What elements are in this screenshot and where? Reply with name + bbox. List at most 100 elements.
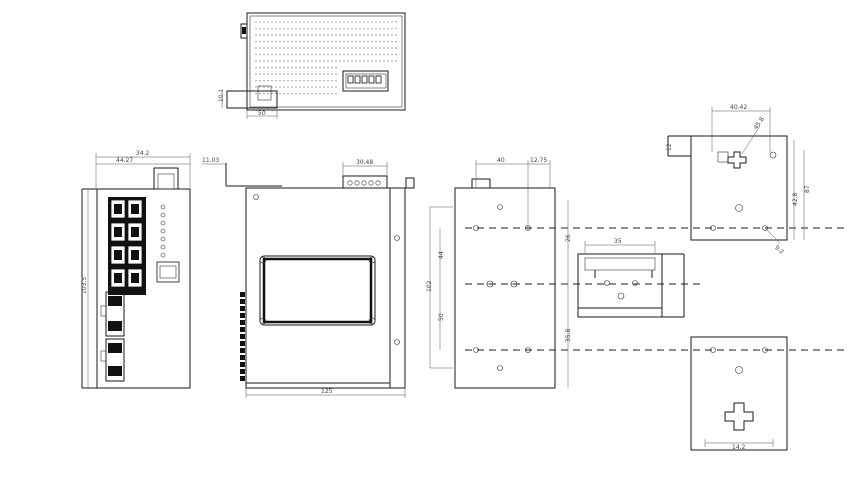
vent-dot (347, 40, 349, 43)
vent-dot (367, 21, 369, 23)
vent-dot (255, 47, 257, 49)
status-led (160, 236, 166, 242)
vent-dot (307, 53, 309, 56)
vent-dot (379, 60, 381, 62)
vent-dot (275, 86, 277, 88)
vent-dot (379, 40, 381, 43)
vent-dot (331, 40, 333, 43)
vent-dot (323, 86, 325, 88)
status-led (160, 220, 166, 226)
mounting-back-view: 40 12.75 102 44 50 26 35.8 (426, 157, 844, 389)
vent-dot (311, 86, 313, 88)
vent-dot (363, 27, 365, 30)
vent-dot (331, 92, 333, 95)
vent-dot (391, 21, 393, 23)
vent-dot (379, 21, 381, 23)
vent-dot (371, 27, 373, 30)
vent-dot (343, 21, 345, 23)
vent-dot (327, 86, 329, 88)
vent-dot (395, 27, 397, 30)
vent-dot (311, 53, 313, 56)
dim-plate-diag: 9.2 (773, 244, 785, 256)
vent-dot-grid (255, 21, 397, 95)
mounting-plate-bottom: 14.2 (690, 336, 788, 451)
vent-dot (263, 53, 265, 56)
vent-dot (335, 53, 337, 56)
vent-dot (335, 47, 337, 49)
vent-dot (307, 92, 309, 95)
vent-dot (391, 40, 393, 43)
vent-dot (299, 53, 301, 56)
vent-dot (263, 73, 265, 75)
vent-dot (315, 40, 317, 43)
vent-dot (287, 92, 289, 95)
vent-dot (287, 53, 289, 56)
vent-dot (315, 66, 317, 69)
vent-dot (311, 27, 313, 30)
vent-dot (259, 47, 261, 49)
vent-dot (303, 40, 305, 43)
vent-dot (323, 53, 325, 56)
vent-dot (379, 53, 381, 56)
vent-dot (299, 40, 301, 43)
vent-dot (335, 73, 337, 75)
vent-dot (375, 27, 377, 30)
vent-dot (303, 86, 305, 88)
vent-dot (283, 27, 285, 30)
vent-dot (283, 79, 285, 82)
vent-dot (331, 47, 333, 49)
vent-dot (271, 21, 273, 23)
vent-dot (279, 66, 281, 69)
vent-dot (275, 66, 277, 69)
vent-dot (311, 60, 313, 62)
vent-dot (343, 53, 345, 56)
vent-dot (347, 47, 349, 49)
dim-front-height: 103.5 (81, 277, 88, 294)
vent-dot (295, 92, 297, 95)
vent-dot (331, 27, 333, 30)
vent-dot (375, 53, 377, 56)
vent-dot (375, 34, 377, 36)
vent-dot (287, 47, 289, 49)
vent-dot (295, 86, 297, 88)
vent-dot (359, 47, 361, 49)
vent-dot (275, 73, 277, 75)
status-led (160, 252, 166, 258)
vent-dot (267, 34, 269, 36)
vent-dot (287, 73, 289, 75)
vent-dot (255, 21, 257, 23)
rj45-port-array (110, 199, 143, 288)
vent-dot (395, 21, 397, 23)
vent-dot (291, 40, 293, 43)
vent-dot (327, 60, 329, 62)
vent-dot (323, 40, 325, 43)
vent-dot (279, 47, 281, 49)
vent-dot (319, 92, 321, 95)
rj45-port-opening (131, 273, 139, 283)
vent-dot (335, 79, 337, 82)
vent-dot (267, 92, 269, 95)
vent-dot (323, 34, 325, 36)
vent-dot (323, 79, 325, 82)
side-connector (240, 376, 245, 381)
vent-dot (255, 86, 257, 88)
vent-dot (271, 34, 273, 36)
vent-dot (283, 47, 285, 49)
vent-dot (275, 40, 277, 43)
vent-dot (307, 66, 309, 69)
vent-dot (295, 66, 297, 69)
vent-dot (331, 86, 333, 88)
vent-dot (319, 21, 321, 23)
vent-dot (263, 92, 265, 95)
vent-dot (355, 21, 357, 23)
vent-dot (295, 47, 297, 49)
terminal-block-top (342, 70, 389, 92)
vent-dot (287, 79, 289, 82)
vent-dot (335, 21, 337, 23)
vent-dot (375, 60, 377, 62)
vent-dot (255, 73, 257, 75)
vent-dot (395, 40, 397, 43)
vent-dot (323, 47, 325, 49)
vent-dot (347, 27, 349, 30)
vent-dot (291, 27, 293, 30)
